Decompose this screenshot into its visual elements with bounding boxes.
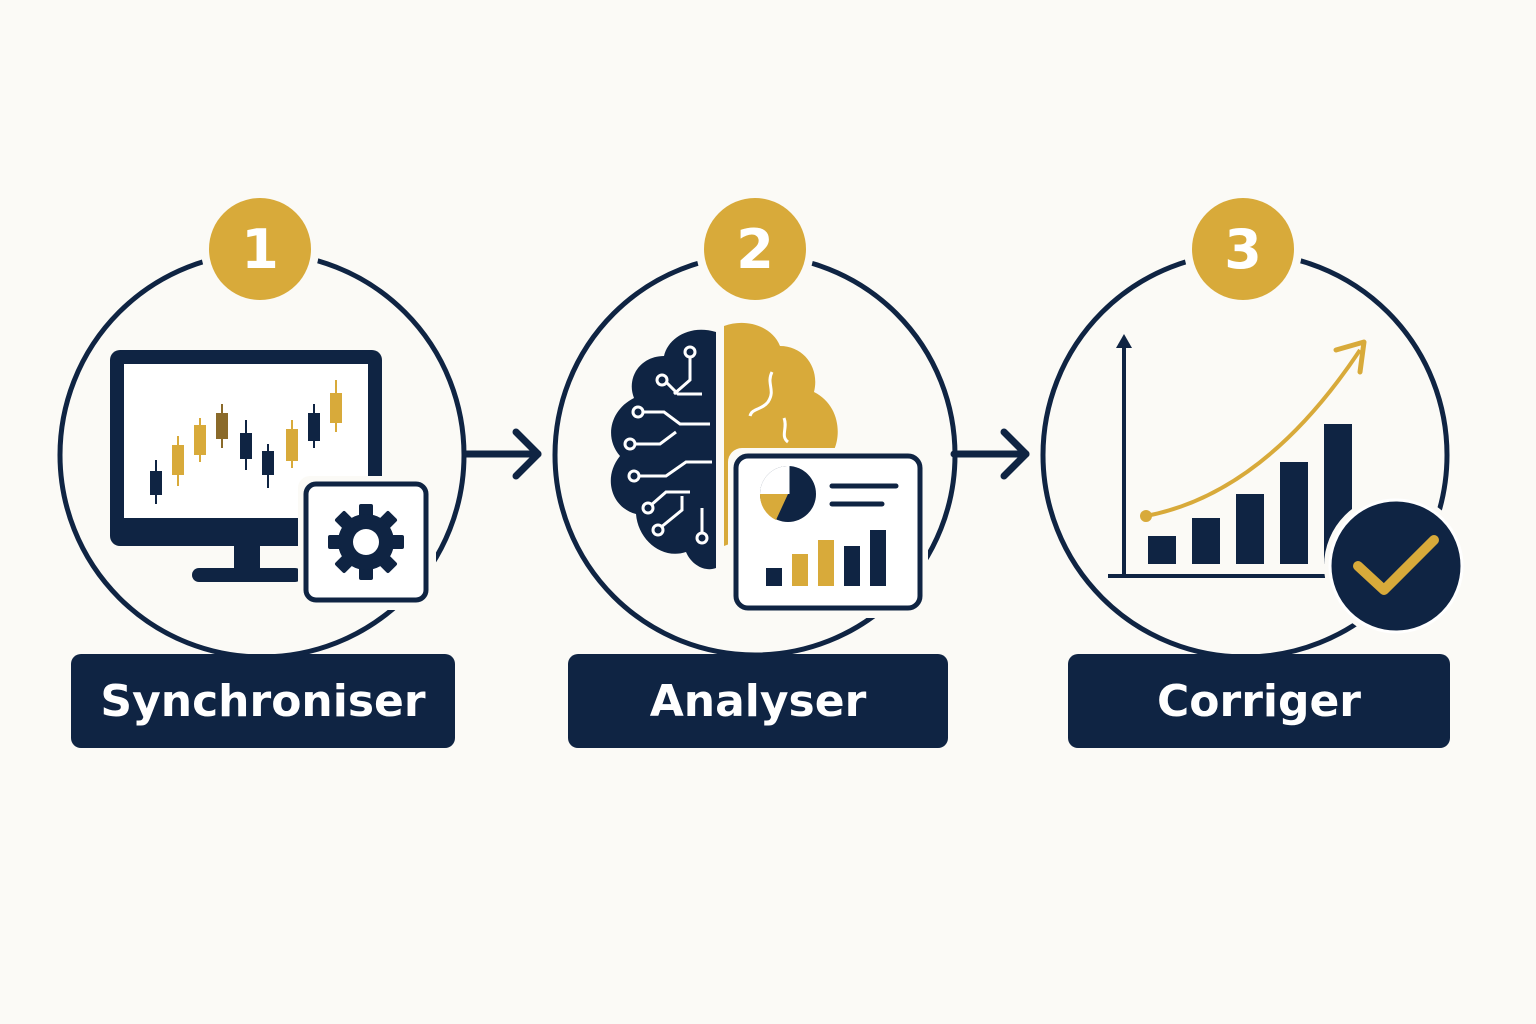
checkmark-icon	[1324, 494, 1468, 638]
bar-chart-icon	[766, 530, 886, 586]
step-corriger: 3 Corriger	[1030, 0, 1500, 1024]
trend-arrow-icon	[1140, 339, 1367, 522]
step-2-illustration	[552, 252, 958, 658]
step-label: Corriger	[1068, 654, 1450, 748]
step-synchroniser: 1 Synchroniser	[0, 0, 520, 1024]
step-3-illustration	[1040, 250, 1468, 660]
step-label: Synchroniser	[71, 654, 455, 748]
step-analyser: 2 Analyser	[540, 0, 980, 1024]
brain-circuit-icon	[610, 322, 838, 570]
pie-chart-icon	[759, 466, 816, 522]
step-number-badge: 3	[1192, 198, 1294, 300]
step-number-badge: 1	[209, 198, 311, 300]
candlestick-chart-icon	[150, 380, 342, 504]
step-label: Analyser	[568, 654, 948, 748]
step-number-badge: 2	[704, 198, 806, 300]
step-1-illustration	[57, 250, 467, 660]
arrow-right-icon	[950, 428, 1030, 480]
growth-chart-icon	[1108, 334, 1352, 578]
arrow-right-icon	[462, 428, 542, 480]
gear-icon	[298, 476, 436, 610]
dashboard-icon	[728, 448, 928, 618]
